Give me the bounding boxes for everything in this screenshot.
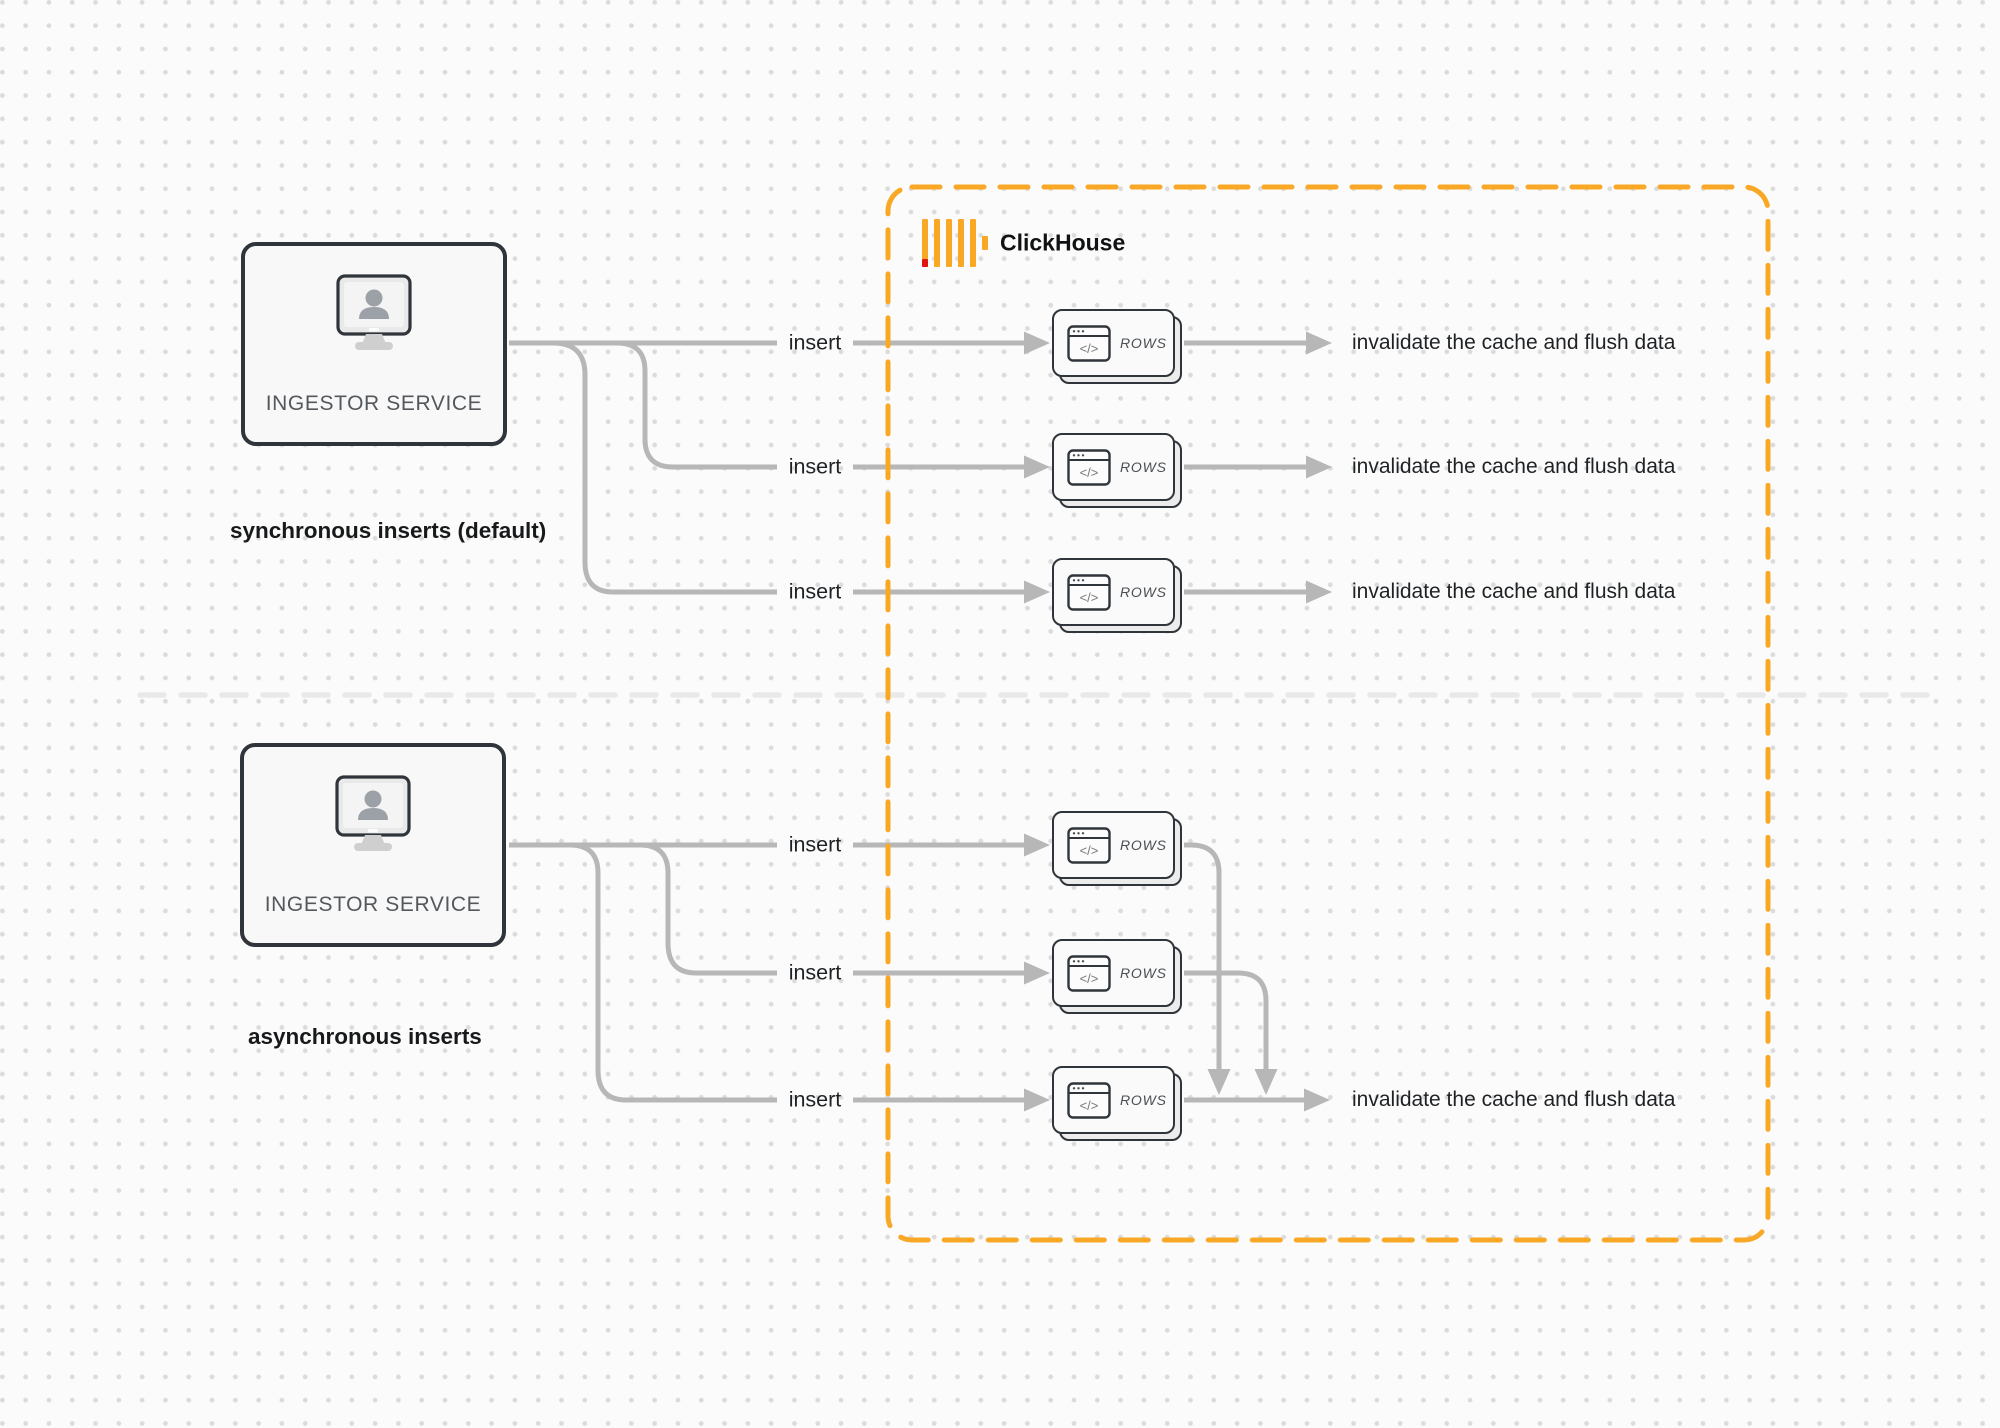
arrowhead-right <box>1306 580 1332 604</box>
code-glyph: </> <box>1080 341 1099 356</box>
browser-window-icon: </> <box>1067 954 1111 992</box>
code-glyph: </> <box>1080 843 1099 858</box>
insert-label-async-1: insert <box>788 832 842 857</box>
code-glyph: </> <box>1080 1098 1099 1113</box>
rows-card-async-1: </> ROWS <box>1052 811 1182 886</box>
rows-card-sync-3: </> ROWS <box>1052 558 1182 633</box>
ingestor-service-box-async: INGESTOR SERVICE <box>240 743 506 947</box>
rows-card-front: </> ROWS <box>1052 433 1175 501</box>
arrowhead-right <box>1024 580 1050 604</box>
sync-caption: synchronous inserts (default) <box>230 518 547 543</box>
arrowhead-right <box>1024 1088 1050 1112</box>
result-label-sync-3: invalidate the cache and flush data <box>1352 580 1676 603</box>
async-collect-row1 <box>1184 842 1222 1070</box>
arrowhead-right <box>1304 1088 1330 1112</box>
rows-label: ROWS <box>1120 1092 1167 1108</box>
rows-card-front: </> ROWS <box>1052 811 1175 879</box>
rows-card-front: </> ROWS <box>1052 558 1175 626</box>
code-glyph: </> <box>1080 465 1099 480</box>
clickhouse-red-mark <box>922 259 928 267</box>
arrowhead-right <box>1306 331 1332 355</box>
monitor-stand <box>361 835 385 845</box>
rows-card-sync-2: </> ROWS <box>1052 433 1182 508</box>
code-glyph: </> <box>1080 590 1099 605</box>
arrowhead-down <box>1254 1069 1278 1095</box>
rows-label: ROWS <box>1120 335 1167 351</box>
insert-label-sync-1: insert <box>788 330 842 355</box>
code-glyph: </> <box>1080 971 1099 986</box>
ingestor-service-label: INGESTOR SERVICE <box>264 893 482 916</box>
insert-label-sync-2: insert <box>788 454 842 479</box>
async-collect-row2 <box>1184 970 1269 1070</box>
monitor-user-icon <box>335 775 411 851</box>
result-label-sync-2: invalidate the cache and flush data <box>1352 455 1676 478</box>
insert-label-async-2: insert <box>788 960 842 985</box>
clickhouse-label: ClickHouse <box>1000 229 1126 256</box>
async-branch-row3 <box>569 842 777 1103</box>
ingestor-service-box-sync: INGESTOR SERVICE <box>241 242 507 446</box>
rows-card-async-3: </> ROWS <box>1052 1066 1182 1141</box>
rows-label: ROWS <box>1120 584 1167 600</box>
async-branch-row2 <box>639 842 777 976</box>
sync-branch-row3 <box>552 340 777 595</box>
browser-window-icon: </> <box>1067 826 1111 864</box>
result-label-async: invalidate the cache and flush data <box>1352 1088 1676 1111</box>
rows-label: ROWS <box>1120 837 1167 853</box>
user-icon <box>364 790 382 808</box>
user-icon <box>365 289 383 307</box>
rows-label: ROWS <box>1120 459 1167 475</box>
rows-card-front: </> ROWS <box>1052 939 1175 1007</box>
rows-card-sync-1: </> ROWS <box>1052 309 1182 384</box>
insert-label-async-3: insert <box>788 1087 842 1112</box>
arrowhead-right <box>1024 833 1050 857</box>
browser-window-icon: </> <box>1067 448 1111 486</box>
arrowhead-right <box>1306 455 1332 479</box>
sync-branch-row2 <box>616 340 777 470</box>
browser-window-icon: </> <box>1067 573 1111 611</box>
rows-label: ROWS <box>1120 965 1167 981</box>
browser-window-icon: </> <box>1067 1081 1111 1119</box>
arrowhead-right <box>1024 331 1050 355</box>
monitor-stand <box>362 334 386 344</box>
clickhouse-boundary <box>885 184 1771 1243</box>
monitor-user-icon <box>336 274 412 350</box>
arrowhead-right <box>1024 961 1050 985</box>
insert-label-sync-3: insert <box>788 579 842 604</box>
arrowhead-down <box>1207 1069 1231 1095</box>
rows-card-front: </> ROWS <box>1052 1066 1175 1134</box>
clickhouse-bars-icon <box>922 219 988 267</box>
arrowhead-right <box>1024 455 1050 479</box>
rows-card-async-2: </> ROWS <box>1052 939 1182 1014</box>
result-label-sync-1: invalidate the cache and flush data <box>1352 331 1676 354</box>
browser-window-icon: </> <box>1067 324 1111 362</box>
ingestor-service-label: INGESTOR SERVICE <box>265 392 483 415</box>
async-caption: asynchronous inserts <box>248 1024 482 1049</box>
rows-card-front: </> ROWS <box>1052 309 1175 377</box>
